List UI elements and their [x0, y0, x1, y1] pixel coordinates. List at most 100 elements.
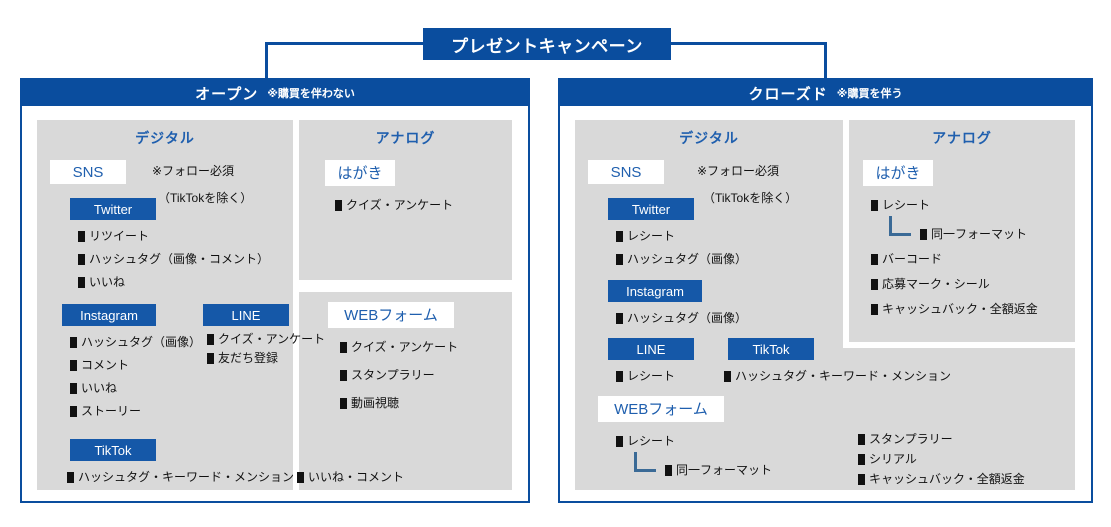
diagram-title: プレゼントキャンペーン	[423, 28, 671, 60]
panel-open-title: オープン	[195, 85, 259, 103]
bullet-icon	[858, 434, 865, 445]
item-open-instagram-3: いいね	[70, 381, 117, 395]
item-closed-hagaki-3: バーコード	[871, 252, 942, 266]
bullet-icon	[616, 313, 623, 324]
bullet-icon	[724, 371, 731, 382]
bullet-icon	[871, 200, 878, 211]
chip-open-webform[interactable]: WEBフォーム	[328, 302, 454, 328]
item-closed-hagaki-4: 応募マーク・シール	[871, 277, 990, 291]
note-closed-follow: ※フォロー必須	[697, 164, 780, 178]
item-closed-extra-1: スタンプラリー	[858, 432, 953, 446]
panel-closed-subtitle: ※購買を伴う	[836, 88, 903, 100]
chip-closed-webform[interactable]: WEBフォーム	[598, 396, 724, 422]
item-closed-hagaki-5: キャッシュバック・全額返金	[871, 302, 1038, 316]
bullet-icon	[78, 231, 85, 242]
item-closed-extra-2: シリアル	[858, 452, 917, 466]
group-open-digital-title: デジタル	[135, 130, 195, 146]
chip-open-hagaki[interactable]: はがき	[325, 160, 395, 186]
item-closed-twitter-1: レシート	[616, 229, 675, 243]
item-open-twitter-3: いいね	[78, 275, 125, 289]
bullet-icon	[616, 231, 623, 242]
item-closed-tiktok-1: ハッシュタグ・キーワード・メンション	[724, 369, 951, 383]
bullet-icon	[920, 229, 927, 240]
bullet-icon	[340, 398, 347, 409]
bullet-icon	[871, 279, 878, 290]
bullet-icon	[340, 370, 347, 381]
chip-closed-tiktok[interactable]: TikTok	[728, 338, 814, 360]
chip-open-twitter[interactable]: Twitter	[70, 198, 156, 220]
item-open-twitter-1: リツイート	[78, 229, 149, 243]
panel-closed-header: クローズド ※購買を伴う	[560, 80, 1091, 106]
chip-open-sns[interactable]: SNS	[50, 160, 126, 184]
item-open-instagram-1: ハッシュタグ（画像）	[70, 335, 201, 349]
item-open-line-1: クイズ・アンケート	[207, 332, 325, 346]
panel-open-subtitle: ※購買を伴わない	[267, 88, 355, 100]
bullet-icon	[871, 304, 878, 315]
note-closed-except-tiktok: （TikTokを除く）	[703, 191, 798, 205]
bullet-icon	[70, 383, 77, 394]
panel-closed: クローズド ※購買を伴う デジタル アナログ SNS ※フォロー必須 （TikT…	[558, 78, 1093, 503]
item-open-instagram-4: ストーリー	[70, 404, 141, 418]
bullet-icon	[67, 472, 74, 483]
chip-closed-hagaki[interactable]: はがき	[863, 160, 933, 186]
chip-open-instagram[interactable]: Instagram	[62, 304, 156, 326]
elbow-connector-closed-webform	[634, 452, 656, 472]
bullet-icon	[335, 200, 342, 211]
item-open-instagram-2: コメント	[70, 358, 129, 372]
bullet-icon	[70, 406, 77, 417]
bullet-icon	[665, 465, 672, 476]
chip-open-line[interactable]: LINE	[203, 304, 289, 326]
item-closed-webform-2: 同一フォーマット	[665, 463, 772, 477]
panel-open-header: オープン ※購買を伴わない	[22, 80, 528, 106]
panel-closed-title: クローズド	[748, 85, 828, 103]
chip-closed-sns[interactable]: SNS	[588, 160, 664, 184]
item-closed-line-1: レシート	[616, 369, 675, 383]
chip-closed-line[interactable]: LINE	[608, 338, 694, 360]
note-open-except-tiktok: （TikTokを除く）	[158, 191, 253, 205]
item-closed-twitter-2: ハッシュタグ（画像）	[616, 252, 747, 266]
item-open-webform-3: 動画視聴	[340, 396, 399, 410]
item-open-webform-2: スタンプラリー	[340, 368, 435, 382]
bullet-icon	[616, 254, 623, 265]
group-open-analog: アナログ	[299, 120, 512, 280]
connector-horizontal-right	[669, 42, 827, 45]
bullet-icon	[858, 474, 865, 485]
item-closed-hagaki-1: レシート	[871, 198, 930, 212]
bullet-icon	[207, 334, 214, 345]
bullet-icon	[858, 454, 865, 465]
item-closed-instagram-1: ハッシュタグ（画像）	[616, 311, 747, 325]
bullet-icon	[78, 277, 85, 288]
bullet-icon	[871, 254, 878, 265]
item-open-webform-1: クイズ・アンケート	[340, 340, 458, 354]
item-open-twitter-2: ハッシュタグ（画像・コメント）	[78, 252, 269, 266]
bullet-icon	[70, 360, 77, 371]
group-closed-digital-title: デジタル	[679, 130, 739, 146]
item-open-hagaki-1: クイズ・アンケート	[335, 198, 453, 212]
chip-closed-twitter[interactable]: Twitter	[608, 198, 694, 220]
bullet-icon	[78, 254, 85, 265]
chip-closed-instagram[interactable]: Instagram	[608, 280, 702, 302]
item-open-tiktok-1: ハッシュタグ・キーワード・メンション	[67, 470, 294, 484]
item-closed-extra-3: キャッシュバック・全額返金	[858, 472, 1025, 486]
bullet-icon	[297, 472, 304, 483]
bullet-icon	[616, 371, 623, 382]
panel-open: オープン ※購買を伴わない デジタル アナログ SNS ※フォロー必須 （Tik…	[20, 78, 530, 503]
bullet-icon	[70, 337, 77, 348]
bullet-icon	[616, 436, 623, 447]
group-closed-analog-title: アナログ	[932, 130, 992, 146]
elbow-connector-closed-analog	[889, 216, 911, 236]
connector-vertical-right	[824, 42, 827, 80]
bullet-icon	[207, 353, 214, 364]
item-open-tiktok-2: いいね・コメント	[297, 470, 404, 484]
bullet-icon	[340, 342, 347, 353]
group-closed-analog: アナログ	[849, 120, 1075, 342]
chip-open-tiktok[interactable]: TikTok	[70, 439, 156, 461]
item-closed-webform-1: レシート	[616, 434, 675, 448]
group-open-analog-title: アナログ	[375, 130, 436, 146]
connector-vertical-left	[265, 42, 268, 80]
group-closed-digital-extra	[843, 348, 1075, 490]
connector-horizontal-left	[265, 42, 425, 45]
note-open-follow: ※フォロー必須	[152, 164, 235, 178]
item-closed-hagaki-2: 同一フォーマット	[920, 227, 1027, 241]
